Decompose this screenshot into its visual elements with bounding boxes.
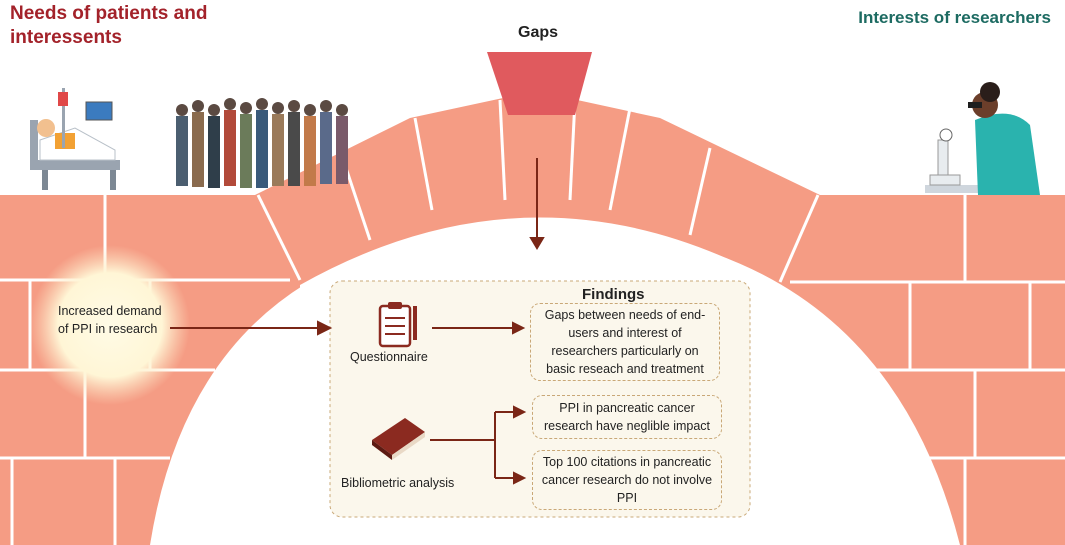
- finding-box-citations: Top 100 citations in pancreatic cancer r…: [532, 450, 722, 510]
- finding-box-gaps: Gaps between needs of end-users and inte…: [530, 303, 720, 381]
- glow-circle: [30, 245, 190, 405]
- title-needs: Needs of patients and interessents: [10, 3, 208, 48]
- flow-arrows: [170, 158, 545, 485]
- findings-title: Findings: [582, 286, 645, 303]
- gap-keystone: [487, 52, 592, 115]
- title-interests: Interests of researchers: [858, 8, 1051, 27]
- right-mortar: [790, 195, 1065, 545]
- patient-bed-illustration: [30, 88, 120, 190]
- questionnaire-label: Questionnaire: [350, 350, 428, 364]
- bibliometric-label: Bibliometric analysis: [341, 476, 455, 490]
- researcher-illustration: [925, 82, 1040, 195]
- arch-joints: [256, 99, 820, 283]
- book-icon: [372, 418, 425, 460]
- demand-text: Increased demand of PPI in research: [58, 304, 162, 336]
- title-gaps: Gaps: [518, 24, 559, 41]
- clipboard-icon: [378, 302, 417, 348]
- finding-box-impact: PPI in pancreatic cancer research have n…: [532, 395, 722, 439]
- crowd-illustration: [176, 98, 348, 188]
